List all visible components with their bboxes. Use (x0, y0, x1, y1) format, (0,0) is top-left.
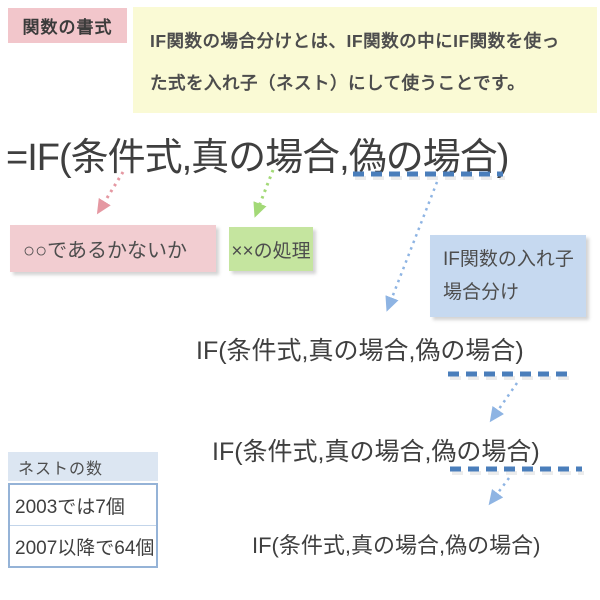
explanation-line-2: た式を入れ子（ネスト）にして使うことです。 (150, 72, 526, 93)
nest-table-row-2003: 2003では7個 (10, 485, 156, 526)
condition-callout: ○○であるかないか (10, 225, 216, 272)
main-formula: =IF(条件式,真の場合,偽の場合) (6, 137, 509, 179)
syntax-label: 関数の書式 (8, 8, 127, 43)
nested-formula-2: IF(条件式,真の場合,偽の場合) (212, 438, 540, 466)
nest-table-row-2007: 2007以降で64個 (15, 537, 155, 559)
nest-callout-line-1: IF関数の入れ子 (443, 249, 574, 270)
nest-arrow-3-icon (488, 477, 510, 506)
nest-callout-line-2: 場合分け (443, 282, 520, 303)
nest-arrow-2-icon (489, 382, 519, 423)
explanation-line-1: IF関数の場合分けとは、IF関数の中にIF関数を使っ (150, 30, 560, 51)
nested-formula-1: IF(条件式,真の場合,偽の場合) (196, 337, 524, 365)
underline-shadows (355, 176, 584, 475)
nest-callout: IF関数の入れ子 場合分け (430, 235, 586, 317)
nested-formula-3: IF(条件式,真の場合,偽の場合) (252, 533, 541, 558)
nest-table: 2003では7個 2007以降で64個 (8, 483, 158, 568)
explanation-note: IF関数の場合分けとは、IF関数の中にIF関数を使っ た式を入れ子（ネスト）にし… (133, 7, 597, 113)
true-process-callout: ××の処理 (229, 227, 313, 271)
nest-table-header: ネストの数 (8, 452, 158, 481)
